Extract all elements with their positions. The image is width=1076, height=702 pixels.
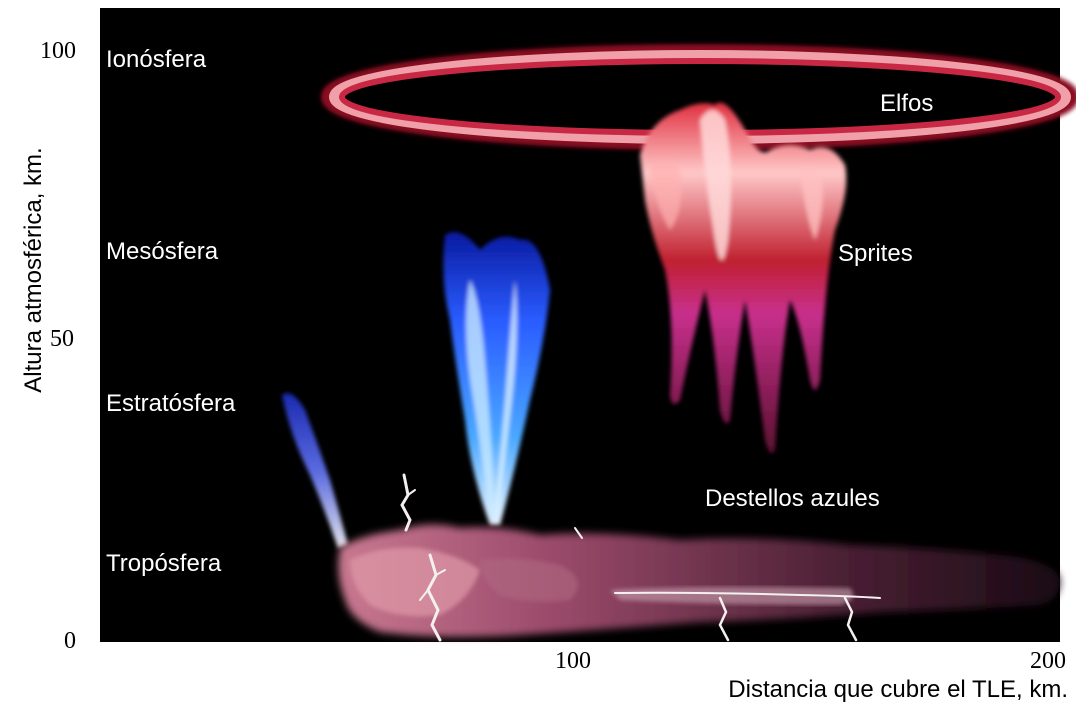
layer-label-troposphere: Tropósfera <box>106 550 221 578</box>
layer-label-mesosphere: Mesósfera <box>106 238 218 266</box>
label-blue-jets: Destellos azules <box>705 485 880 513</box>
layer-label-stratosphere: Estratósfera <box>106 390 235 418</box>
x-tick-200: 200 <box>1030 648 1066 675</box>
layer-label-ionosphere: Ionósfera <box>106 46 206 74</box>
y-tick-100: 100 <box>40 38 76 65</box>
x-axis-title: Distancia que cubre el TLE, km. <box>728 676 1068 702</box>
label-elves: Elfos <box>880 90 933 118</box>
y-tick-50: 50 <box>50 326 74 353</box>
label-sprites: Sprites <box>838 240 913 268</box>
x-tick-100: 100 <box>555 648 591 675</box>
y-axis-title: Altura atmosférica, km. <box>20 147 48 392</box>
y-tick-0: 0 <box>64 628 76 655</box>
